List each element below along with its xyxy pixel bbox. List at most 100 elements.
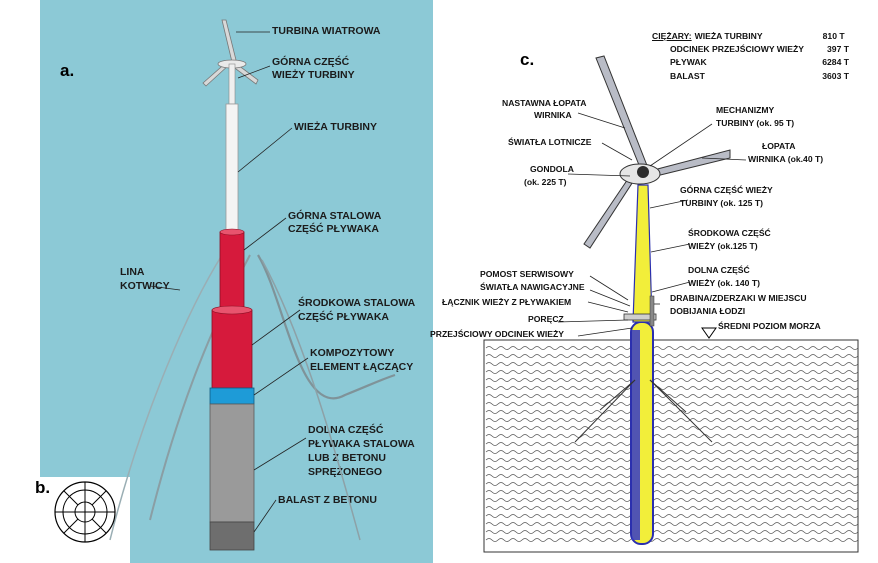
rotor-c: [583, 55, 731, 249]
wave-line: [485, 378, 859, 382]
wave-line: [485, 458, 859, 462]
label-blade-pitch-2: WIRNIKA: [534, 110, 572, 120]
label-upper-float-1: GÓRNA STALOWA: [288, 210, 382, 222]
label-blade-2: WIRNIKA (ok.40 T): [748, 154, 824, 164]
label-aviation-lights: ŚWIATŁA LOTNICZE: [508, 137, 592, 147]
wave-line: [485, 482, 859, 486]
weights-row-name: BALAST: [670, 70, 705, 81]
panel-a-structure: [109, 19, 396, 551]
lower-float: [209, 403, 255, 523]
wave-line: [485, 418, 859, 422]
wave-line: [485, 410, 859, 414]
label-tower-a: WIEŻA TURBINY: [294, 121, 378, 133]
label-middle-tower-2: WIEŻY (ok.125 T): [688, 241, 758, 251]
weights-row-name: WIEŻA TURBINY: [694, 31, 763, 41]
wave-line: [485, 394, 859, 398]
wave-line: [485, 362, 859, 366]
label-composite-2: ELEMENT ŁĄCZĄCY: [310, 361, 414, 373]
label-mooring-1: LINA: [120, 266, 145, 278]
wave-line: [485, 370, 859, 374]
label-mooring-2: KOTWICY: [120, 280, 170, 292]
label-upper-float-2: CZĘŚĆ PŁYWAKA: [288, 223, 380, 235]
weights-row-value: 6284 T: [822, 57, 849, 68]
sea-level-marker: [701, 327, 717, 339]
wave-line: [485, 538, 859, 542]
label-lower-float-2: PŁYWAKA STALOWA: [308, 438, 415, 450]
panel-c-sea: [483, 339, 859, 553]
weights-row-name: ODCINEK PRZEJŚCIOWY WIEŻY: [670, 44, 805, 55]
label-lower-float-3: LUB Z BETONU: [308, 452, 386, 464]
label-middle-tower-1: ŚRODKOWA CZĘŚĆ: [688, 228, 771, 238]
composite-element: [209, 387, 255, 405]
label-nacelle-2: (ok. 225 T): [524, 177, 567, 187]
label-composite-1: KOMPOZYTOWY: [310, 347, 395, 359]
panel-b-letter: b.: [35, 478, 51, 497]
label-blade-1: ŁOPATA: [762, 141, 796, 151]
label-upper-tower-a-1: GÓRNA CZĘŚĆ: [272, 56, 350, 68]
wave-line: [485, 530, 859, 534]
weights-heading: CIĘŻARY:: [652, 31, 692, 41]
wave-line: [485, 426, 859, 430]
weights-table: CIĘŻARY: WIEŻA TURBINY 810 T ODCINEK PRZ…: [652, 30, 849, 83]
label-lower-tower-2: WIEŻY (ok. 140 T): [688, 278, 760, 288]
label-mean-sea-level: ŚREDNI POZIOM MORZA: [718, 321, 821, 331]
wave-line: [485, 522, 859, 526]
cross-section-icon: [54, 481, 116, 543]
weights-row: CIĘŻARY: WIEŻA TURBINY 810 T: [652, 30, 849, 43]
mooring-line-right: [257, 254, 396, 400]
label-connector: ŁĄCZNIK WIEŻY Z PŁYWAKIEM: [442, 297, 572, 307]
label-blade-pitch-1: NASTAWNA ŁOPATA: [502, 98, 587, 108]
label-middle-float-2: CZĘŚĆ PŁYWAKA: [298, 311, 390, 323]
upper-float: [219, 231, 245, 311]
weights-row: BALAST 3603 T: [652, 70, 849, 83]
middle-float: [211, 309, 253, 389]
panel-c-letter: c.: [520, 50, 535, 69]
wave-line: [485, 514, 859, 518]
label-ladder-1: DRABINA/ZDERZAKI W MIEJSCU: [670, 293, 807, 303]
mooring-line-right-2: [261, 259, 361, 541]
panel-c-leaders: [557, 112, 747, 337]
weights-row: ODCINEK PRZEJŚCIOWY WIEŻY 397 T: [652, 43, 849, 56]
label-middle-float-1: ŚRODKOWA STALOWA: [298, 297, 416, 309]
float-c: [574, 321, 713, 545]
wave-line: [485, 490, 859, 494]
label-turbine: TURBINA WIATROWA: [272, 25, 381, 37]
label-mechanisms-1: MECHANIZMY: [716, 105, 775, 115]
wave-line: [485, 402, 859, 406]
label-mechanisms-2: TURBINY (ok. 95 T): [716, 118, 795, 128]
label-upper-tower-c-1: GÓRNA CZĘŚĆ WIEŻY: [680, 185, 773, 195]
label-lower-tower-1: DOLNA CZĘŚĆ: [688, 265, 750, 275]
wave-line: [485, 386, 859, 390]
label-upper-tower-a-2: WIEŻY TURBINY: [272, 69, 355, 81]
wave-line: [485, 354, 859, 358]
wave-line: [485, 498, 859, 502]
wave-line: [485, 466, 859, 470]
weights-row-value: 810 T: [822, 31, 845, 41]
weights-row-name: PŁYWAK: [670, 57, 707, 68]
label-upper-tower-c-2: TURBINY (ok. 125 T): [680, 198, 763, 208]
label-lower-float-4: SPRĘŻONEGO: [308, 466, 383, 478]
label-ladder-2: DOBIJANIA ŁODZI: [670, 306, 746, 316]
tower: [225, 103, 239, 233]
label-nav-lights: ŚWIATŁA NAWIGACYJNE: [480, 282, 585, 292]
mooring-line-left-2: [109, 239, 233, 541]
turbine-top: [202, 19, 259, 105]
weights-row-value: 3603 T: [822, 70, 849, 81]
wave-line: [485, 474, 859, 478]
label-service-platform: POMOST SERWISOWY: [480, 269, 574, 279]
panel-a-leaders: [149, 31, 309, 533]
label-nacelle-1: GONDOLA: [530, 164, 574, 174]
ballast: [209, 521, 255, 551]
label-ballast: BALAST Z BETONU: [278, 494, 377, 506]
wave-line: [485, 346, 859, 350]
tower-c: [623, 184, 657, 327]
label-railing: PORĘCZ: [528, 314, 564, 324]
wave-line: [485, 442, 859, 446]
wave-line: [485, 434, 859, 438]
label-transition: PRZEJŚCIOWY ODCINEK WIEŻY: [430, 329, 565, 339]
wave-line: [485, 506, 859, 510]
weights-row: PŁYWAK 6284 T: [652, 56, 849, 69]
weights-row-value: 397 T: [827, 44, 849, 55]
panel-a-letter: a.: [60, 61, 75, 80]
